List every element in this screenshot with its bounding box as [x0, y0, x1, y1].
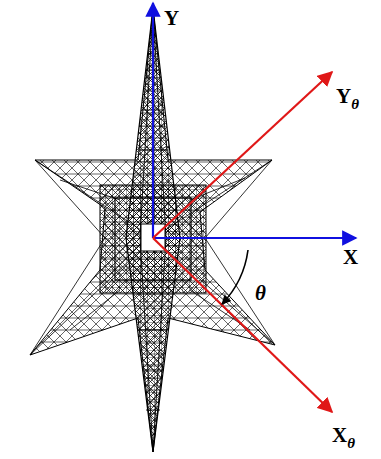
axis-label: Xθ: [332, 425, 355, 446]
axis-label: Yθ: [336, 86, 359, 107]
y-theta-axis: [153, 72, 332, 238]
axis-label: Y: [164, 8, 179, 29]
angle-arc: [222, 250, 248, 304]
x-theta-axis: [153, 238, 332, 412]
y-axis: [152, 3, 154, 238]
angle-label: θ: [255, 283, 266, 304]
axis-label: X: [343, 247, 358, 268]
coordinate-axes: [153, 3, 356, 412]
x-axis: [153, 237, 356, 239]
